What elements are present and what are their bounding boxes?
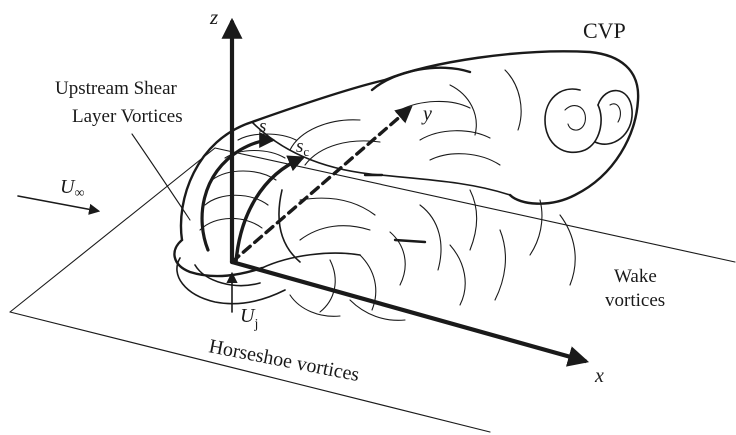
wake-vortices-label-line2: vortices (605, 290, 665, 311)
x-axis (232, 262, 585, 361)
freestream-arrow (18, 196, 98, 211)
uj-label: Uj (240, 305, 258, 332)
sc-label: sc (296, 136, 309, 159)
near-wall-structures (174, 175, 575, 320)
upstream-shear-label-line1: Upstream Shear (55, 78, 178, 99)
s-label: s (259, 116, 266, 137)
uj-subscript: j (253, 317, 258, 332)
y-axis-label: y (421, 103, 432, 125)
cvp-label: CVP (583, 18, 626, 43)
cvp-body (181, 51, 638, 255)
horseshoe-vortices-label: Horseshoe vortices (207, 335, 361, 386)
u-inf-label: U∞ (60, 176, 84, 201)
wake-vortices-label-line1: Wake (614, 266, 657, 287)
upstream-shear-label-line2: Layer Vortices (72, 106, 183, 127)
z-axis-label: z (209, 5, 218, 29)
u-inf-subscript: ∞ (74, 186, 84, 201)
x-axis-label: x (594, 365, 604, 387)
sc-label-subscript: c (303, 144, 309, 159)
